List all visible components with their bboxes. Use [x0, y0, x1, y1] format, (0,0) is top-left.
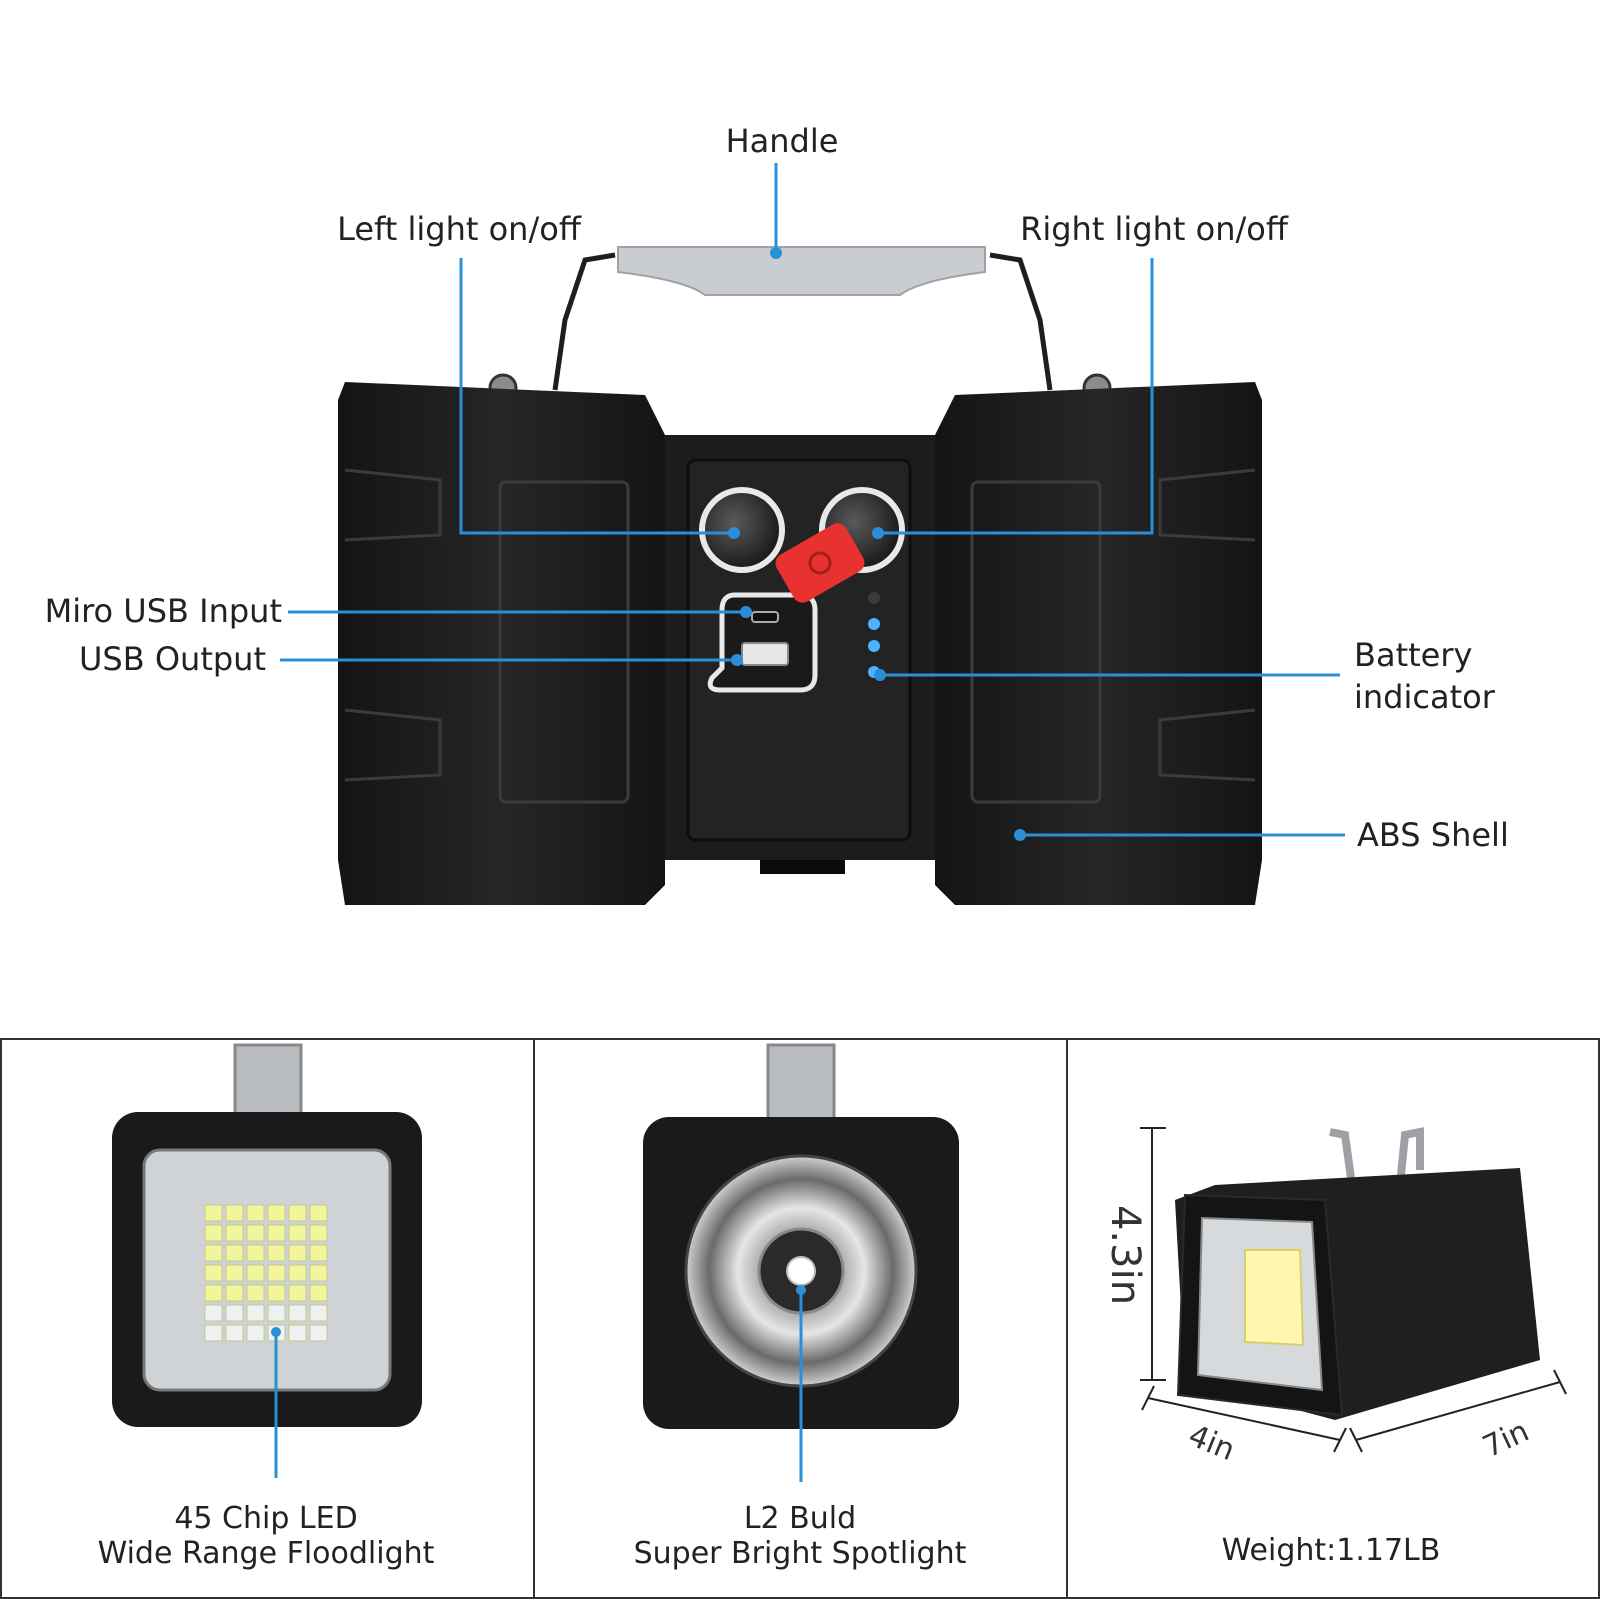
led-chip [267, 1224, 286, 1242]
floodlight-lens [142, 1148, 392, 1392]
handle-clip [233, 1043, 303, 1122]
led-chip [204, 1324, 223, 1342]
label-battery-1: Battery [1354, 636, 1472, 674]
lantern-front-view [338, 246, 1262, 905]
led-chip [267, 1264, 286, 1282]
dimension-lines [1140, 1127, 1567, 1453]
label-handle: Handle [726, 122, 839, 160]
led-chip [309, 1224, 328, 1242]
callout-dot [271, 1327, 281, 1337]
led-chip [267, 1304, 286, 1322]
led-chip [246, 1264, 265, 1282]
label-battery-2: indicator [1354, 678, 1496, 716]
label-micro-usb: Miro USB Input [45, 592, 282, 630]
usb-plug-cover [775, 523, 865, 603]
led-chip [225, 1264, 244, 1282]
led-chip [267, 1284, 286, 1302]
led-chip [309, 1204, 328, 1222]
callout-lines [280, 163, 1345, 837]
floodlight-caption-1: 45 Chip LED [174, 1501, 357, 1536]
floodlight-caption-2: Wide Range Floodlight [98, 1536, 435, 1571]
led-chip [204, 1284, 223, 1302]
led-chip [225, 1324, 244, 1342]
led-chip [246, 1224, 265, 1242]
left-light-button[interactable] [699, 487, 785, 573]
led-chip [204, 1224, 223, 1242]
floodlight-panel: 45 Chip LED Wide Range Floodlight [98, 1043, 435, 1571]
led-chip [267, 1204, 286, 1222]
led-chip [288, 1264, 307, 1282]
depth-dimension: 7in [1478, 1414, 1535, 1465]
led-chip [246, 1244, 265, 1262]
micro-usb-port[interactable] [751, 611, 779, 623]
led-chip [309, 1284, 328, 1302]
led-chip [288, 1324, 307, 1342]
label-right-switch: Right light on/off [1020, 210, 1289, 248]
led-chip [309, 1324, 328, 1342]
label-left-switch: Left light on/off [337, 210, 582, 248]
led-chip [267, 1244, 286, 1262]
lantern-3d-leds [1244, 1249, 1305, 1347]
housing-ribs [344, 468, 1256, 804]
led-chip [309, 1264, 328, 1282]
spotlight-caption-2: Super Bright Spotlight [634, 1536, 967, 1571]
led-chip [225, 1304, 244, 1322]
label-usb-output: USB Output [79, 640, 266, 678]
handle-clip [766, 1043, 836, 1122]
led-chip [246, 1304, 265, 1322]
led-chip [246, 1204, 265, 1222]
led-chip [225, 1224, 244, 1242]
led-chip [204, 1304, 223, 1322]
usb-output-port[interactable] [741, 642, 789, 666]
led-chip [204, 1204, 223, 1222]
led-chip-grid [204, 1204, 328, 1342]
led-chip [204, 1244, 223, 1262]
led-chip [288, 1304, 307, 1322]
dimensions-panel: 4.3in 4in 7in Weight:1.17LB [1102, 1127, 1567, 1568]
led-chip [288, 1284, 307, 1302]
led-chip [309, 1244, 328, 1262]
led-chip [288, 1244, 307, 1262]
callout-dot [796, 1285, 806, 1295]
l2-bulb [786, 1256, 816, 1286]
bottom-foot [760, 860, 845, 874]
callout-dots [728, 247, 1026, 841]
spotlight-caption-1: L2 Buld [744, 1501, 856, 1536]
weight-caption: Weight:1.17LB [1222, 1533, 1441, 1568]
led-chip [225, 1244, 244, 1262]
led-chip [246, 1324, 265, 1342]
handle-wire [552, 252, 1053, 391]
led-chip [288, 1224, 307, 1242]
led-chip [225, 1204, 244, 1222]
height-dimension: 4.3in [1102, 1205, 1148, 1305]
led-chip [204, 1264, 223, 1282]
led-chip [288, 1204, 307, 1222]
handle-grip [617, 246, 986, 296]
spotlight-panel: L2 Buld Super Bright Spotlight [634, 1043, 967, 1571]
led-chip [309, 1304, 328, 1322]
width-dimension: 4in [1183, 1418, 1239, 1468]
panel-frames [0, 1038, 1600, 1599]
led-chip [225, 1284, 244, 1302]
label-abs-shell: ABS Shell [1357, 816, 1509, 854]
led-chip [246, 1284, 265, 1302]
